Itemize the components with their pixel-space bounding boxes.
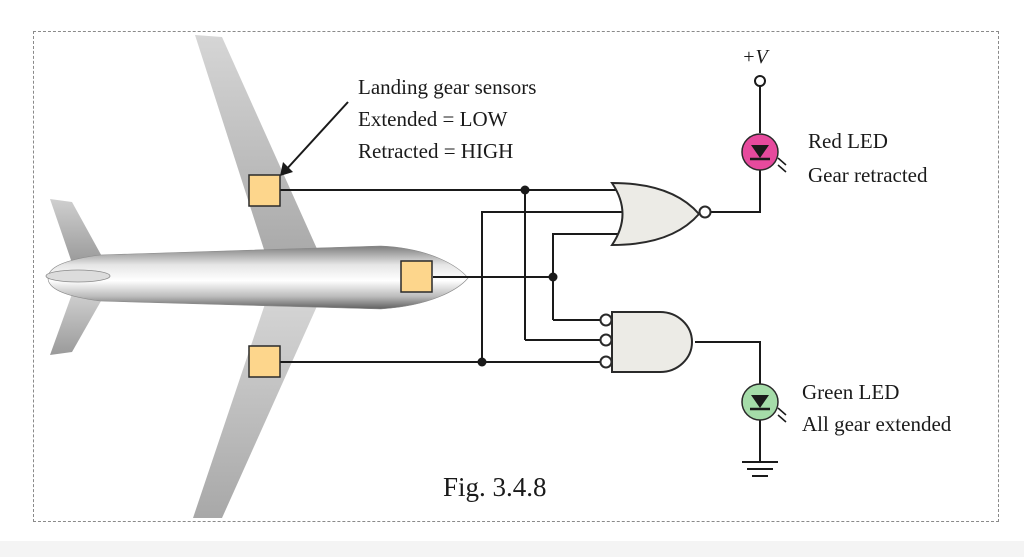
sensor-label-title: Landing gear sensors xyxy=(358,75,537,99)
green-led-symbol xyxy=(741,383,787,423)
red-led-symbol xyxy=(741,133,787,173)
nor-gate xyxy=(610,181,701,247)
engine-pod xyxy=(45,269,111,283)
red-led-name: Red LED xyxy=(808,129,888,153)
pointer-arrowhead xyxy=(280,162,293,176)
nose-sensor xyxy=(400,260,433,293)
junction-dots xyxy=(477,185,558,367)
figure-frame xyxy=(33,31,999,522)
lower-wing xyxy=(193,295,322,518)
sensor-label-retracted: Retracted = HIGH xyxy=(358,139,514,163)
wing-sensor-lower xyxy=(248,345,281,378)
upper-wing xyxy=(195,35,322,262)
and-input-bubbles xyxy=(599,313,613,369)
lower-tail-fin xyxy=(50,294,105,355)
pointer-arrow xyxy=(283,101,349,173)
red-led-meaning: Gear retracted xyxy=(808,163,928,187)
airplane-illustration xyxy=(45,35,469,518)
figure-caption: Fig. 3.4.8 xyxy=(443,472,547,502)
upper-tail-fin xyxy=(50,199,105,263)
sensor-label-extended: Extended = LOW xyxy=(358,107,508,131)
supply-voltage-label: +V xyxy=(742,46,768,68)
green-led-meaning: All gear extended xyxy=(802,412,952,436)
and-gate xyxy=(611,311,693,373)
nor-output-bubble xyxy=(698,205,712,219)
supply-terminal xyxy=(754,75,766,87)
bottom-strip xyxy=(0,541,1024,557)
green-led-name: Green LED xyxy=(802,380,900,404)
wing-sensor-upper xyxy=(248,174,281,207)
circuit-wires xyxy=(280,86,761,462)
ground-symbol xyxy=(742,461,778,477)
